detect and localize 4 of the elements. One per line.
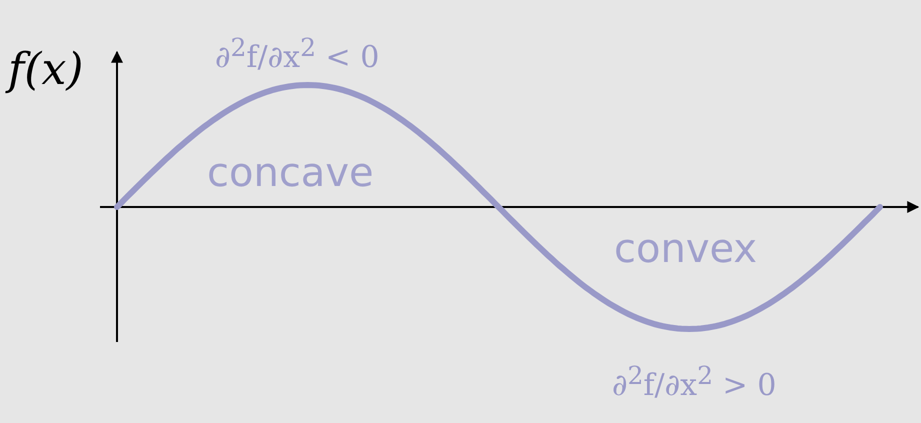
second-derivative-label: ∂$^{2}$f/∂x$^{2}$ > 0 [612, 363, 776, 401]
region-label: concave [207, 153, 374, 193]
region-label: convex [614, 229, 758, 269]
second-derivative-label: ∂$^{2}$f/∂x$^{2}$ < 0 [215, 35, 380, 73]
